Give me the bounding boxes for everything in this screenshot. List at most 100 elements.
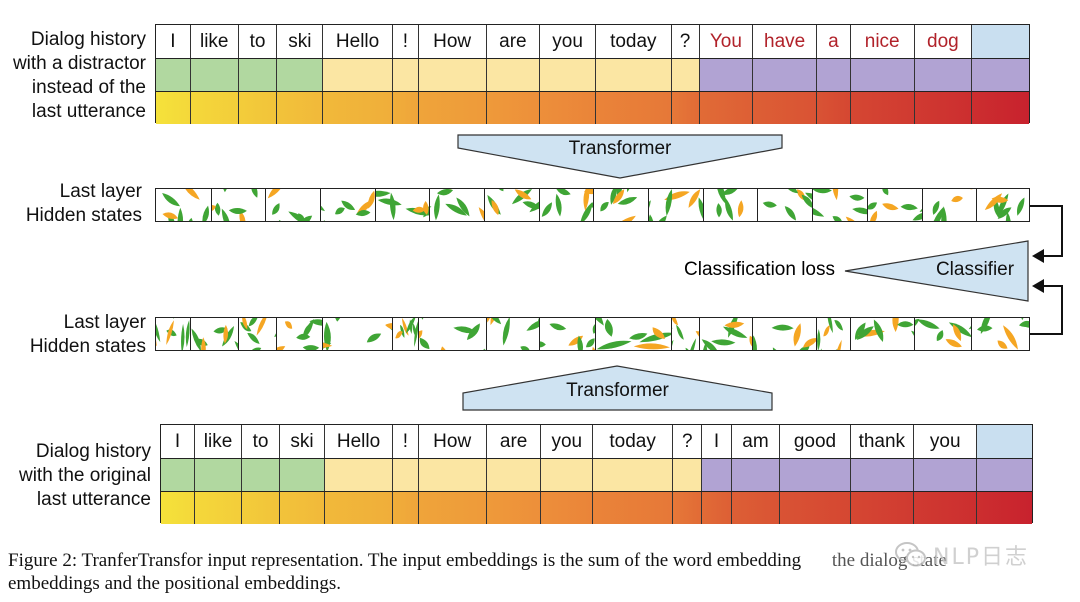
leaf-pattern-icon — [600, 189, 638, 221]
top-state-row — [156, 58, 1029, 91]
position-cell — [730, 492, 780, 524]
token-cell: Hello — [323, 425, 392, 458]
leaf-pattern-icon — [487, 189, 539, 216]
hidden-state-cell — [539, 318, 595, 350]
dialog-state-cell — [752, 59, 816, 91]
hidden-states-top — [155, 188, 1030, 222]
position-cell — [392, 492, 418, 524]
leaf-pattern-icon — [540, 322, 595, 350]
leaf-pattern-icon — [753, 318, 816, 350]
classifier-label: Classifier — [935, 259, 1015, 280]
token-cell: You — [698, 25, 753, 58]
hidden-state-cell — [319, 189, 375, 221]
token-cell: good — [779, 425, 849, 458]
hidden-state-cell — [156, 318, 190, 350]
position-cell — [161, 492, 195, 524]
dialog-state-cell — [240, 459, 280, 491]
dialog-state-cell — [392, 459, 418, 491]
position-cell — [849, 492, 913, 524]
watermark-text: NLP日志 — [933, 545, 1029, 570]
dialog-state-cell — [701, 459, 731, 491]
hidden-state-cell — [849, 318, 914, 350]
dialog-state-cell — [779, 459, 850, 491]
token-cell: Hello — [322, 25, 392, 58]
token-cell: nice — [849, 25, 914, 58]
hidden-state-cell — [429, 189, 485, 221]
dialog-state-cell — [670, 59, 699, 91]
dialog-state-cell — [539, 59, 595, 91]
token-cell — [971, 25, 1029, 58]
leaf-pattern-icon — [395, 318, 418, 347]
leaf-pattern-icon — [156, 318, 190, 350]
token-cell: you — [913, 425, 976, 458]
leaf-pattern-icon — [854, 318, 914, 349]
token-cell: ski — [279, 425, 324, 458]
dialog-state-cell — [913, 459, 977, 491]
dialog-state-cell — [595, 59, 671, 91]
hidden-state-cell — [752, 318, 816, 350]
token-cell: thank — [849, 425, 913, 458]
token-cell: I — [701, 425, 730, 458]
leaf-pattern-icon — [595, 318, 671, 350]
leaf-pattern-icon — [671, 318, 699, 350]
position-cell — [156, 92, 190, 124]
leaf-pattern-icon — [541, 189, 594, 221]
hidden-state-cell — [276, 318, 323, 350]
leaf-pattern-icon — [375, 190, 430, 221]
leaf-pattern-icon — [323, 318, 392, 350]
hidden-state-cell — [757, 189, 813, 221]
wechat-icon — [895, 542, 926, 567]
leaf-pattern-icon — [268, 189, 313, 221]
position-cell — [670, 92, 699, 124]
dialog-state-cell — [592, 459, 673, 491]
leaf-pattern-icon — [922, 189, 977, 221]
token-cell: are — [485, 425, 541, 458]
leaf-pattern-icon — [813, 189, 867, 221]
dialog-state-cell — [849, 459, 913, 491]
dialog-state-cell — [698, 59, 753, 91]
hidden-state-cell — [484, 189, 539, 221]
token-cell: dog — [913, 25, 972, 58]
token-cell: you — [539, 25, 595, 58]
hidden-state-cell — [702, 189, 758, 221]
leaf-pattern-icon — [430, 189, 485, 221]
bottom-row-label: Dialog history with the original last ut… — [18, 441, 151, 510]
top-row-label: Dialog history with a distractor instead… — [12, 29, 146, 122]
hidden-state-cell — [866, 189, 922, 221]
position-cell — [595, 92, 671, 124]
leaf-pattern-icon — [649, 189, 703, 221]
token-cell: ! — [392, 425, 417, 458]
position-cell — [971, 92, 1029, 124]
caption-line-1a: Figure 2: TranferTransfor input represen… — [8, 550, 802, 571]
dialog-state-cell — [417, 59, 486, 91]
dialog-state-cell — [913, 59, 972, 91]
position-cell — [485, 92, 540, 124]
token-cell: ski — [276, 25, 322, 58]
hidden-bottom-label: Last layer Hidden states — [29, 312, 146, 357]
token-cell: ? — [670, 25, 699, 58]
transformer-top-label: Transformer — [568, 138, 672, 159]
hidden-state-cell — [265, 189, 320, 221]
classification-loss-label: Classification loss — [684, 259, 835, 280]
position-cell — [237, 92, 277, 124]
dialog-state-cell — [971, 59, 1029, 91]
token-cell: a — [815, 25, 850, 58]
hidden-state-cell — [210, 189, 266, 221]
token-cell: How — [417, 425, 486, 458]
position-cell — [279, 492, 324, 524]
position-cell — [417, 92, 486, 124]
dialog-state-cell — [976, 459, 1032, 491]
dialog-state-cell — [276, 59, 323, 91]
leaf-pattern-icon — [277, 319, 323, 350]
position-cell — [539, 92, 595, 124]
classifier-triangle — [844, 240, 1029, 302]
position-cell — [849, 92, 914, 124]
token-cell: I — [174, 430, 181, 452]
dialog-state-cell — [540, 459, 593, 491]
hidden-state-cell — [815, 318, 850, 350]
dialog-state-cell — [156, 59, 190, 91]
hidden-state-cell — [485, 318, 540, 350]
hidden-state-cell — [595, 318, 671, 350]
